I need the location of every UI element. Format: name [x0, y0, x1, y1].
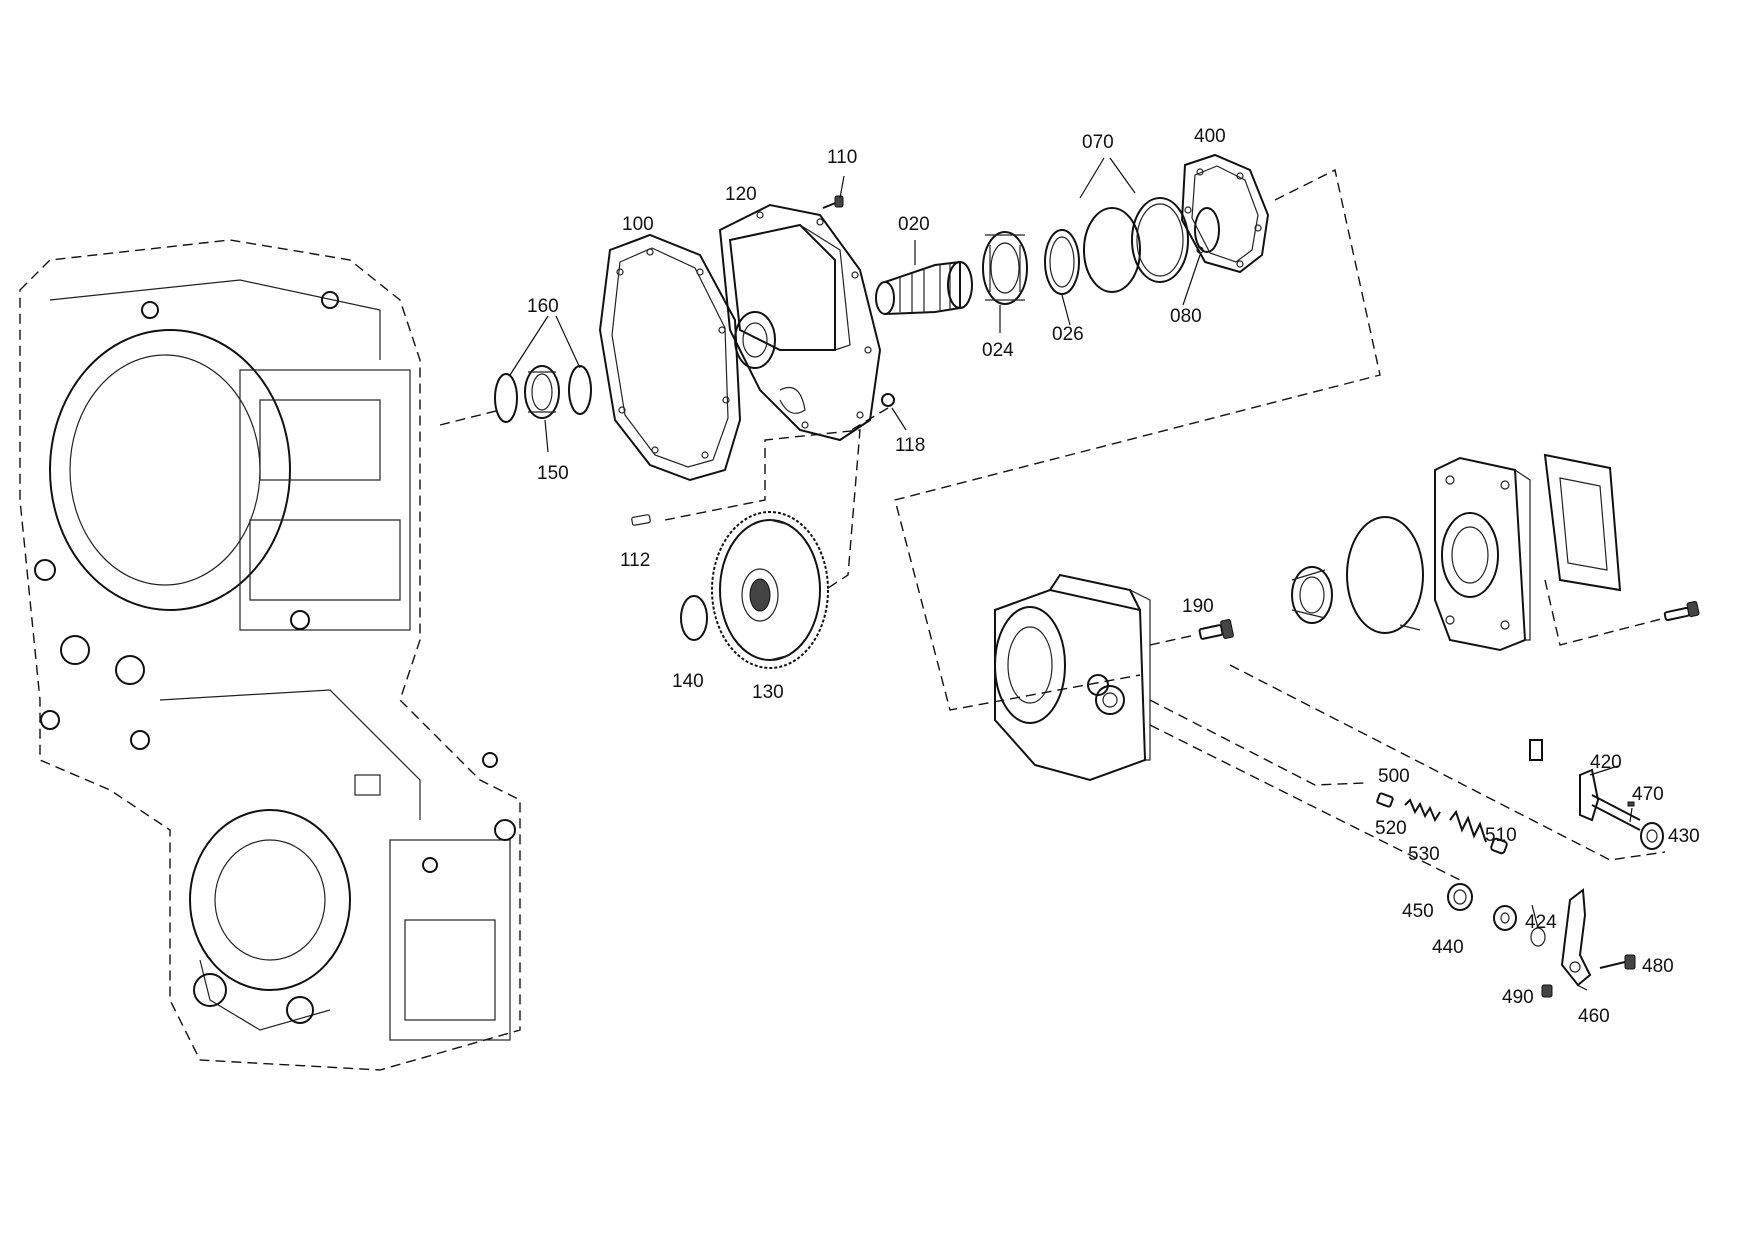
- label-420: 420: [1590, 752, 1622, 773]
- label-080: 080: [1170, 306, 1202, 327]
- label-140: 140: [672, 671, 704, 692]
- part-460-lever: [1560, 888, 1592, 987]
- label-490: 490: [1502, 987, 1534, 1008]
- label-160: 160: [527, 296, 559, 317]
- part-070-rings: [1083, 197, 1189, 293]
- part-510-plug: [1490, 837, 1508, 855]
- part-190-screw: [1149, 619, 1234, 646]
- label-120: 120: [725, 184, 757, 205]
- part-026-ring: [1044, 229, 1080, 295]
- label-500: 500: [1378, 766, 1410, 787]
- part-080-snap-ring: [1194, 207, 1220, 253]
- part-labels: 110 120 100 160 150 020 024 026 070 400 …: [527, 126, 1700, 1027]
- pump-o-ring: [1346, 516, 1424, 634]
- part-112-pin: [631, 514, 651, 526]
- label-440: 440: [1432, 937, 1464, 958]
- label-026: 026: [1052, 324, 1084, 345]
- part-470-pin: [1627, 801, 1635, 807]
- label-118: 118: [895, 435, 925, 456]
- part-160-snap-rings: [494, 365, 592, 423]
- part-020-shaft: [875, 260, 973, 315]
- pump-flange: [1434, 456, 1531, 652]
- leader-lines: [509, 157, 1633, 991]
- label-024: 024: [982, 340, 1014, 361]
- part-140-snap-ring: [680, 595, 708, 641]
- label-520: 520: [1375, 818, 1407, 839]
- part-480-bolt: [1599, 954, 1636, 970]
- label-480: 480: [1642, 956, 1674, 977]
- part-110-screw: [822, 195, 844, 209]
- label-430: 430: [1668, 826, 1700, 847]
- label-530: 530: [1408, 844, 1440, 865]
- label-190: 190: [1182, 596, 1214, 617]
- part-120-cover: [718, 203, 882, 442]
- transmission-housing: [19, 239, 521, 1071]
- part-130-gear: [711, 511, 829, 669]
- pump-bearing: [1291, 566, 1333, 624]
- part-400-gasket: [1180, 153, 1270, 274]
- part-024-bearing: [982, 231, 1028, 305]
- label-460: 460: [1578, 1006, 1610, 1027]
- label-020: 020: [898, 214, 930, 235]
- part-530-spring: [1449, 809, 1487, 843]
- label-130: 130: [752, 682, 784, 703]
- part-490-nut: [1541, 984, 1553, 998]
- part-520-spring: [1404, 798, 1441, 823]
- label-112: 112: [620, 550, 650, 571]
- part-118-plug: [881, 393, 895, 407]
- flange-gasket: [1543, 453, 1622, 592]
- part-150-bearing: [524, 365, 560, 419]
- label-150: 150: [537, 463, 569, 484]
- part-450-washer: [1447, 883, 1473, 911]
- flange-bolt: [1663, 600, 1700, 622]
- part-500-plug: [1376, 792, 1394, 808]
- part-100-gasket: [598, 233, 742, 482]
- part-430-washer: [1640, 822, 1664, 850]
- label-510: 510: [1485, 825, 1517, 846]
- label-070: 070: [1082, 132, 1114, 153]
- label-450: 450: [1402, 901, 1434, 922]
- label-110: 110: [827, 147, 857, 168]
- pump-housing: [994, 573, 1151, 782]
- label-400: 400: [1194, 126, 1226, 147]
- label-470: 470: [1632, 784, 1664, 805]
- label-424: 424: [1525, 912, 1557, 933]
- part-420-lever: [1529, 739, 1641, 831]
- part-440-washer: [1493, 905, 1517, 931]
- label-100: 100: [622, 214, 654, 235]
